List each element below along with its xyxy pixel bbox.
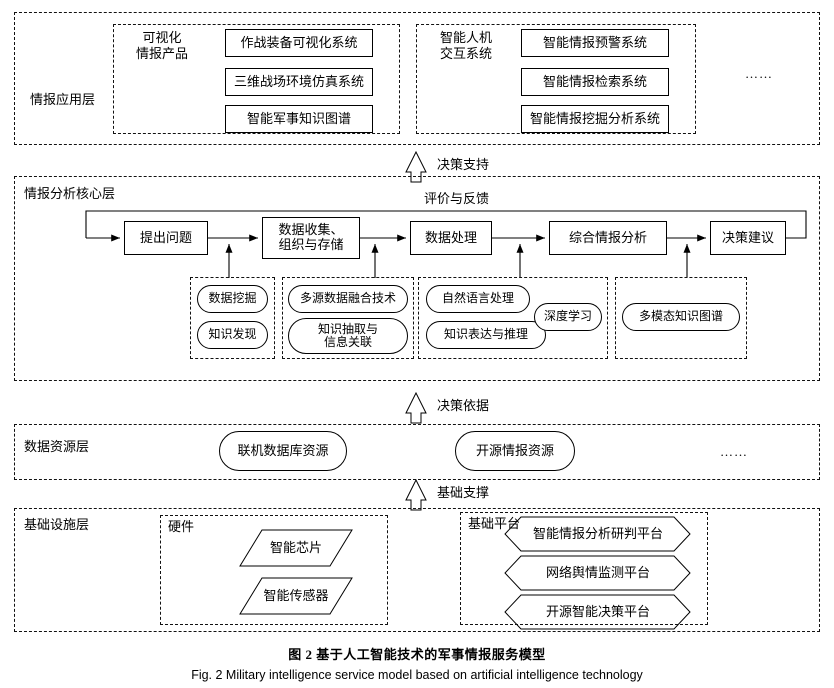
platform-item-network-opinion-monitoring[interactable]: 网络舆情监测平台 (545, 564, 650, 580)
figure-caption-en: Fig. 2 Military intelligence service mod… (191, 668, 643, 682)
group-label-base-platform: 基础平台 (468, 516, 521, 531)
app-item-intelligence-mining-analysis[interactable]: 智能情报挖掘分析系统 (521, 105, 669, 133)
hardware-item-smart-sensor[interactable]: 智能传感器 (263, 587, 329, 603)
tech-group-multimodal-knowledge-graph (615, 277, 747, 359)
tech-item-deep-learning[interactable]: 深度学习 (534, 303, 602, 331)
process-step-data-processing[interactable]: 数据处理 (410, 221, 492, 255)
platform-item-intelligence-analysis-judgment[interactable]: 智能情报分析研判平台 (532, 525, 663, 541)
tech-item-multisource-data-fusion[interactable]: 多源数据融合技术 (288, 285, 408, 313)
app-item-military-knowledge-graph[interactable]: 智能军事知识图谱 (225, 105, 373, 133)
group-human-machine-interaction (416, 24, 696, 134)
data-resource-item-online-database[interactable]: 联机数据库资源 (219, 431, 347, 471)
layer-intelligence-application (14, 12, 820, 145)
block-arrow-decision-basis (405, 391, 427, 424)
layer-label-application: 情报应用层 (30, 92, 96, 107)
tech-item-data-mining[interactable]: 数据挖掘 (197, 285, 268, 313)
process-step-raise-question[interactable]: 提出问题 (124, 221, 208, 255)
tech-item-knowledge-representation-reasoning[interactable]: 知识表达与推理 (426, 321, 546, 349)
group-label-hardware: 硬件 (168, 519, 195, 534)
tech-item-knowledge-extraction-association[interactable]: 知识抽取与 信息关联 (288, 318, 408, 354)
process-step-decision-recommendation[interactable]: 决策建议 (710, 221, 786, 255)
connector-label-decision-support: 决策支持 (437, 157, 490, 172)
process-step-data-collection-storage[interactable]: 数据收集、 组织与存储 (262, 217, 360, 259)
group-label-human-machine-interaction: 智能人机 交互系统 (439, 30, 492, 61)
tech-item-natural-language-processing[interactable]: 自然语言处理 (426, 285, 530, 313)
figure-caption-cn: 图 2 基于人工智能技术的军事情报服务模型 (288, 647, 546, 662)
data-resource-item-open-source-intelligence[interactable]: 开源情报资源 (455, 431, 575, 471)
tech-item-knowledge-discovery[interactable]: 知识发现 (197, 321, 268, 349)
layer-intelligence-analysis-core (14, 176, 820, 381)
app-item-3d-battlefield-simulation[interactable]: 三维战场环境仿真系统 (225, 68, 373, 96)
group-hardware (160, 515, 388, 625)
app-item-intelligence-early-warning[interactable]: 智能情报预警系统 (521, 29, 669, 57)
group-label-visualization-products: 可视化 情报产品 (135, 30, 188, 61)
app-item-intelligence-retrieval[interactable]: 智能情报检索系统 (521, 68, 669, 96)
layer-data-resource (14, 424, 820, 480)
layer-label-infrastructure: 基础设施层 (24, 517, 90, 532)
hardware-item-ai-chip[interactable]: 智能芯片 (269, 539, 322, 555)
layer-label-data-resource: 数据资源层 (24, 439, 90, 454)
block-arrow-basic-support (405, 478, 427, 511)
tech-group-mining-discovery (190, 277, 275, 359)
connector-label-decision-basis: 决策依据 (437, 398, 490, 413)
data-resource-layer-ellipsis: …… (720, 444, 748, 459)
tech-group-fusion-extraction (282, 277, 414, 359)
tech-group-nlp-deep-learning (418, 277, 608, 359)
tech-item-multimodal-knowledge-graph[interactable]: 多模态知识图谱 (622, 303, 740, 331)
process-step-comprehensive-analysis[interactable]: 综合情报分析 (549, 221, 667, 255)
layer-label-analysis-core: 情报分析核心层 (24, 186, 116, 201)
application-layer-ellipsis: …… (745, 66, 773, 81)
layer-infrastructure (14, 508, 820, 632)
app-item-combat-equipment-visualization[interactable]: 作战装备可视化系统 (225, 29, 373, 57)
platform-item-open-source-decision[interactable]: 开源智能决策平台 (545, 603, 650, 619)
group-visualization-products (113, 24, 400, 134)
feedback-loop-label: 评价与反馈 (424, 191, 490, 206)
group-base-platform (460, 512, 708, 625)
connector-label-basic-support: 基础支撑 (437, 485, 490, 500)
